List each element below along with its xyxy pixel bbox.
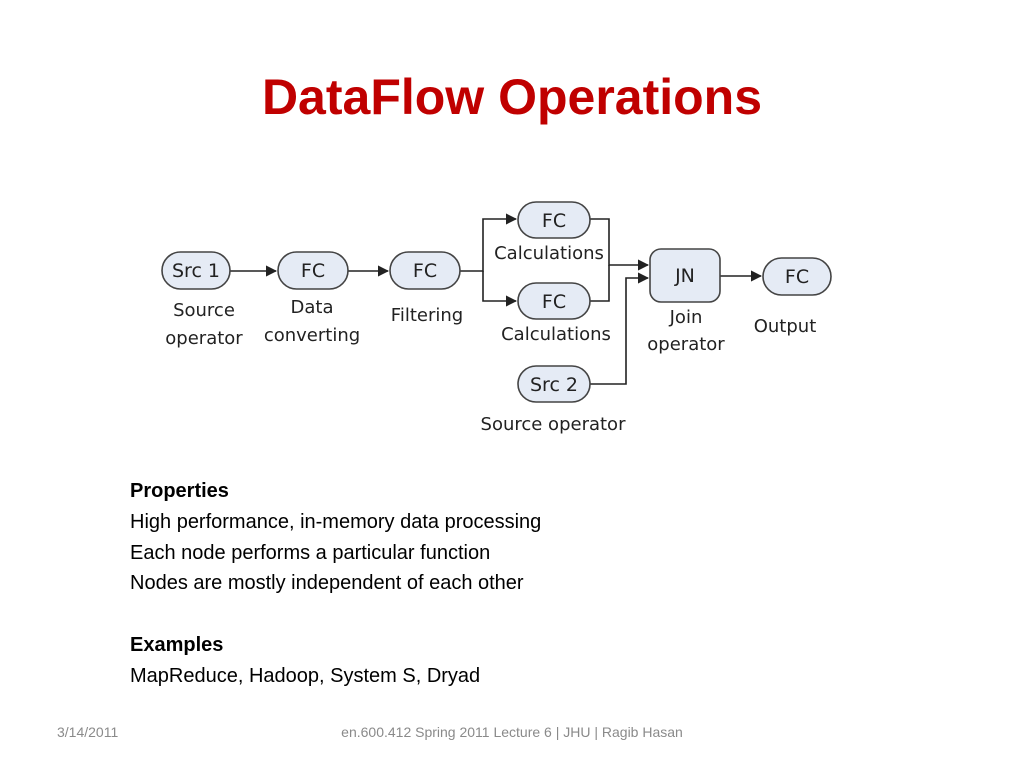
node-src2-label: Src 2 [530, 374, 578, 396]
node-fc-filter-label: FC [413, 260, 437, 282]
node-fc-convert-label: FC [301, 260, 325, 282]
examples-text: MapReduce, Hadoop, System S, Dryad [130, 664, 481, 687]
caption-convert-line2: converting [264, 325, 360, 346]
node-fc-calc-bottom-label: FC [542, 291, 566, 313]
slide-title: DataFlow Operations [261, 69, 763, 125]
slide-body: Properties High performance, in-memory d… [130, 476, 541, 692]
footer-date: 3/14/2011 [57, 724, 119, 740]
examples-heading: Examples [130, 633, 224, 656]
node-fc-calc-bottom [517, 282, 591, 320]
caption-src2: Source operator [481, 414, 627, 435]
caption-output: Output [754, 316, 817, 337]
caption-src1-line2: operator [165, 328, 243, 349]
node-src1-label: Src 1 [172, 260, 220, 282]
edge-filter-calc-top [460, 213, 518, 272]
node-jn [649, 248, 721, 303]
edge-src2-jn [590, 272, 650, 385]
caption-convert-line1: Data [291, 297, 334, 318]
footer-course: en.600.412 Spring 2011 Lecture 6 | JHU |… [341, 724, 683, 740]
dataflow-diagram: Src 1 FC FC FC FC JN FC Src 2 Source ope… [161, 201, 832, 435]
edge-calc-bottom-jn [590, 265, 610, 302]
node-jn-label: JN [674, 265, 695, 287]
node-fc-output [762, 257, 832, 296]
node-src1 [161, 251, 231, 290]
caption-calc-top: Calculations [494, 243, 604, 264]
node-fc-calc-top [517, 201, 591, 239]
diagram-connectors [230, 213, 763, 385]
caption-calc-bottom: Calculations [501, 324, 611, 345]
properties-item: Nodes are mostly independent of each oth… [130, 572, 524, 595]
node-fc-convert [277, 251, 349, 290]
caption-src1-line1: Source [173, 300, 235, 321]
properties-item: High performance, in-memory data process… [130, 510, 542, 533]
spacer [130, 599, 541, 630]
node-fc-filter [389, 251, 461, 290]
properties-heading: Properties [130, 480, 229, 502]
properties-item: Each node performs a particular function [130, 541, 491, 564]
edge-calc-top-jn [590, 218, 650, 271]
node-src2 [517, 365, 591, 403]
node-fc-output-label: FC [785, 266, 809, 288]
node-fc-calc-top-label: FC [542, 210, 566, 232]
caption-filter: Filtering [391, 305, 463, 326]
caption-jn-line1: Join [669, 307, 703, 328]
edge-filter-calc-bottom [482, 271, 518, 307]
caption-jn-line2: operator [647, 334, 725, 355]
